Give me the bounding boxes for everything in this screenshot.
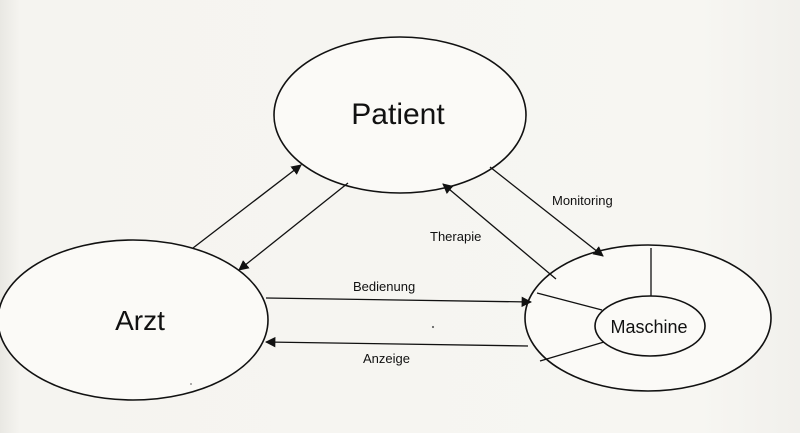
bedienung-label: Bedienung [353,279,415,294]
arrow-patient-to-maschine-monitoring [489,166,604,257]
maschine-inner-node [594,295,706,357]
patient-label: Patient [351,98,445,131]
arrow-maschine-to-arzt-anzeige [264,336,529,348]
patient-node [273,36,527,194]
maschine-divider-left-lower [539,341,605,362]
paper-dot-2 [190,383,192,385]
maschine-label: Maschine [610,317,687,337]
paper-dot-1 [431,325,435,329]
maschine-divider-left-upper [536,292,603,311]
monitoring-label: Monitoring [552,193,613,208]
therapie-label: Therapie [430,229,481,244]
arrow-patient-to-arzt [238,182,349,271]
arrow-arzt-to-maschine-bedienung [265,296,533,308]
arzt-node [0,239,269,401]
arrow-arzt-to-patient [192,164,302,249]
arzt-label: Arzt [115,305,165,336]
arrow-maschine-to-patient-therapie [442,183,557,280]
anzeige-label: Anzeige [363,351,410,366]
